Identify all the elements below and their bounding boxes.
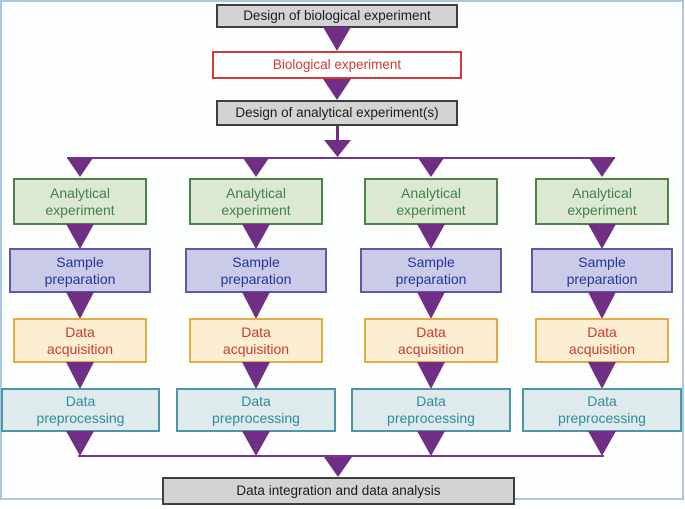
node-label: Sample preparation bbox=[395, 253, 467, 287]
node-analytical-experiment-4: Analytical experiment bbox=[535, 178, 669, 225]
node-data-preprocessing-2: Data preprocessing bbox=[176, 388, 336, 432]
node-data-preprocessing-3: Data preprocessing bbox=[351, 388, 511, 432]
node-data-acquisition-2: Data acquisition bbox=[189, 318, 323, 363]
node-sample-preparation-1: Sample preparation bbox=[9, 248, 151, 293]
node-data-preprocessing-1: Data preprocessing bbox=[1, 388, 160, 432]
node-label: Analytical experiment bbox=[567, 184, 637, 218]
branch-line bbox=[67, 156, 615, 159]
node-data-acquisition-3: Data acquisition bbox=[364, 318, 498, 363]
node-label: Data integration and data analysis bbox=[236, 483, 441, 498]
node-data-acquisition-1: Data acquisition bbox=[13, 318, 147, 363]
node-label: Analytical experiment bbox=[221, 184, 291, 218]
node-label: Data preprocessing bbox=[387, 393, 475, 426]
node-label: Sample preparation bbox=[566, 253, 638, 287]
node-label: Data preprocessing bbox=[36, 393, 125, 426]
node-design-analytical-experiments: Design of analytical experiment(s) bbox=[216, 100, 458, 126]
node-sample-preparation-3: Sample preparation bbox=[360, 248, 502, 293]
node-label: Data preprocessing bbox=[558, 393, 646, 426]
node-biological-experiment: Biological experiment bbox=[212, 51, 462, 79]
node-data-integration-analysis: Data integration and data analysis bbox=[162, 477, 515, 505]
node-label: Sample preparation bbox=[220, 253, 292, 287]
merge-line bbox=[78, 454, 604, 457]
node-sample-preparation-4: Sample preparation bbox=[531, 248, 673, 293]
node-label: Data acquisition bbox=[222, 323, 290, 357]
node-label: Analytical experiment bbox=[396, 184, 466, 218]
connector-stem bbox=[335, 126, 339, 141]
node-label: Data acquisition bbox=[397, 323, 465, 357]
node-label: Sample preparation bbox=[44, 253, 116, 287]
node-label: Biological experiment bbox=[272, 57, 402, 72]
node-data-acquisition-4: Data acquisition bbox=[535, 318, 669, 363]
node-design-biological-experiment: Design of biological experiment bbox=[216, 4, 458, 28]
node-label: Design of biological experiment bbox=[243, 8, 431, 23]
node-data-preprocessing-4: Data preprocessing bbox=[522, 388, 682, 432]
node-label: Data acquisition bbox=[46, 323, 114, 357]
node-label: Analytical experiment bbox=[45, 184, 115, 218]
node-label: Design of analytical experiment(s) bbox=[235, 105, 439, 120]
node-analytical-experiment-2: Analytical experiment bbox=[189, 178, 323, 225]
node-sample-preparation-2: Sample preparation bbox=[185, 248, 327, 293]
node-label: Data preprocessing bbox=[212, 393, 300, 426]
node-analytical-experiment-1: Analytical experiment bbox=[13, 178, 147, 225]
node-label: Data acquisition bbox=[568, 323, 636, 357]
node-analytical-experiment-3: Analytical experiment bbox=[364, 178, 498, 225]
